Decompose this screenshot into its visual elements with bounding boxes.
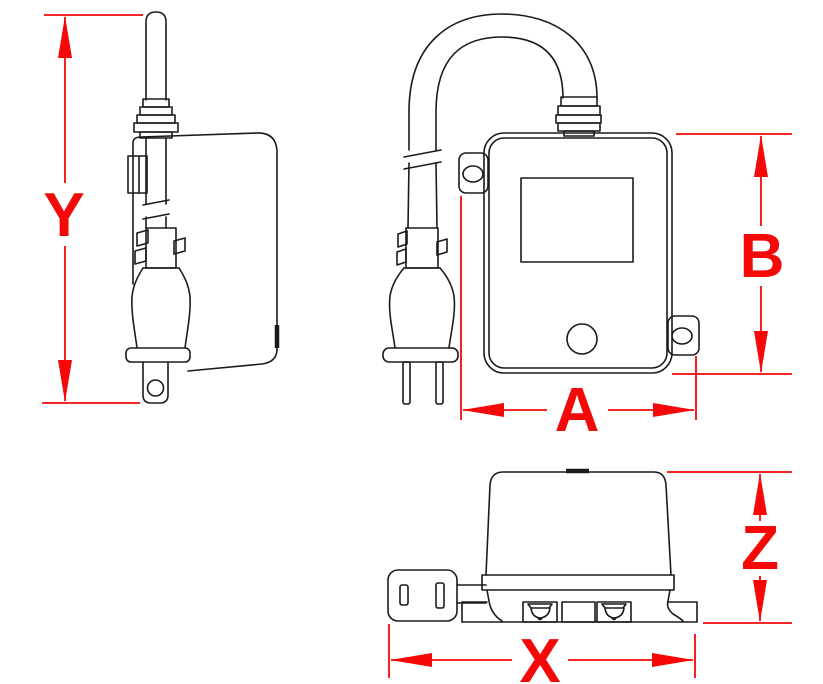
outlet-socket-detail — [604, 607, 625, 621]
dimension-y: Y — [42, 14, 143, 404]
plug-blade — [402, 361, 411, 405]
dimension-label-b: B — [740, 222, 785, 291]
plug-body — [388, 267, 405, 349]
arrowhead-up — [753, 473, 767, 515]
arrowhead-left — [390, 653, 432, 667]
cord-break-mark — [403, 149, 442, 170]
arrowhead-down — [753, 580, 767, 622]
strain-relief-rib — [139, 106, 173, 116]
plug-crimp-tab — [173, 237, 186, 255]
device-body-outline — [485, 471, 672, 576]
display-screen — [520, 177, 634, 263]
cord — [145, 137, 167, 205]
outlet-socket-detail — [527, 603, 553, 609]
plug-body — [131, 267, 144, 349]
plug-blade — [435, 361, 444, 405]
strain-relief-neck — [563, 130, 595, 137]
dimension-label-x: X — [519, 627, 560, 684]
plug-flange — [125, 347, 191, 363]
side-view — [125, 11, 280, 404]
plug-crimp-tab — [436, 238, 448, 256]
dimension-a: A — [460, 196, 697, 445]
arrowhead-left — [462, 403, 504, 417]
strain-relief-rib — [557, 105, 601, 116]
cord-break-mark — [142, 199, 170, 220]
arrowhead-down — [58, 360, 72, 402]
device-body-outline — [483, 132, 673, 374]
cord — [145, 11, 167, 101]
bottom-view — [387, 468, 698, 623]
mounting-foot-left — [461, 601, 488, 623]
arrowhead-up — [58, 16, 72, 58]
dimension-label-y: Y — [43, 181, 84, 250]
arrowhead-up — [754, 135, 768, 177]
arrowhead-right — [653, 403, 695, 417]
mounting-ear-bottom-right — [667, 315, 700, 356]
arrowhead-down — [754, 331, 768, 373]
cord — [407, 162, 438, 229]
plug-crimp-tab — [396, 248, 407, 266]
cord — [456, 584, 487, 604]
device-body-outline — [132, 132, 278, 372]
mounting-foot-right — [667, 601, 698, 623]
power-button — [566, 323, 598, 355]
dimension-x: X — [388, 624, 696, 684]
outlet-socket — [522, 601, 558, 623]
strain-relief-rib — [133, 122, 179, 133]
base-gusset-right — [666, 589, 684, 622]
strain-relief-neck — [139, 131, 173, 139]
cord — [145, 216, 167, 229]
dimension-z: Z — [667, 471, 792, 624]
strain-relief-rib — [142, 98, 170, 108]
plug-crimp — [145, 227, 177, 269]
cord-arc-inner — [435, 36, 564, 151]
mounting-ear-top-left — [458, 152, 489, 194]
plug-flange — [382, 347, 459, 363]
strain-relief-rib — [560, 96, 598, 107]
outlet-socket-detail — [530, 607, 551, 621]
plug-end-view — [387, 569, 458, 622]
dimension-b: B — [672, 133, 792, 375]
cord-arc-outer — [408, 13, 598, 151]
strain-relief-rib — [557, 122, 601, 132]
strain-relief-rib — [555, 114, 602, 124]
body-band — [481, 574, 675, 591]
socket-divider — [561, 601, 596, 623]
plug-slot — [399, 584, 409, 606]
blade-hole — [146, 379, 165, 397]
plug-blade — [142, 361, 169, 404]
strain-relief-rib — [136, 114, 176, 124]
outlet-socket-detail — [601, 603, 627, 609]
mounting-ear-hole — [462, 165, 484, 183]
front-view — [382, 13, 700, 405]
mounting-ear-profile — [127, 155, 148, 194]
plug-crimp-tab — [136, 229, 149, 247]
plug-body — [439, 267, 456, 349]
plug-body — [178, 267, 191, 349]
plug-crimp — [405, 227, 439, 269]
plug-slot — [435, 582, 445, 609]
plug-crimp-tab — [134, 247, 147, 265]
mounting-ear-hole — [671, 327, 693, 345]
dimension-label-a: A — [555, 376, 600, 445]
device-body-inner-line — [488, 137, 668, 369]
arrowhead-right — [652, 653, 694, 667]
base-gusset-left — [486, 589, 503, 622]
plug-crimp-tab — [397, 230, 408, 248]
dimension-label-z: Z — [741, 514, 779, 583]
outlet-socket — [596, 601, 632, 623]
